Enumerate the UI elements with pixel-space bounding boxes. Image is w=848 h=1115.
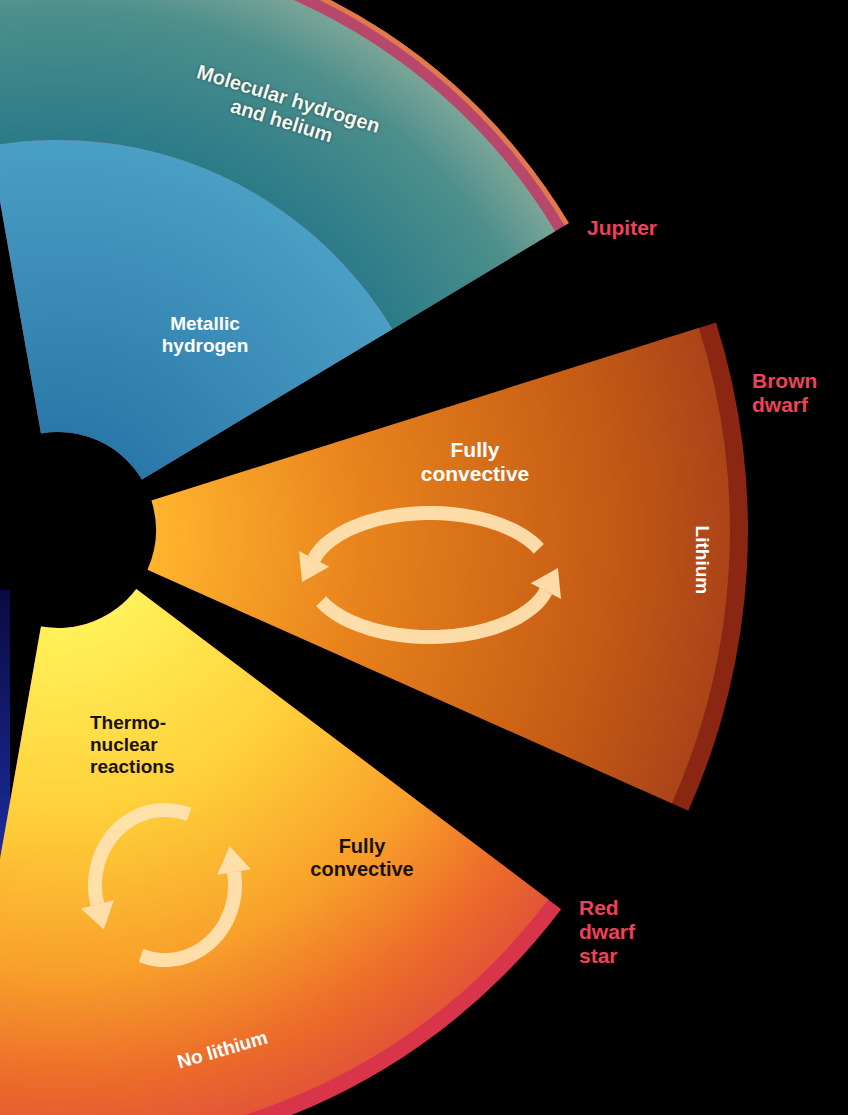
red-dwarf-wedge: Red dwarf star Thermo- nuclear reactionsF…: [0, 585, 705, 1115]
wedge-band: [0, 140, 392, 480]
flow-arrow: [95, 810, 189, 904]
arrow-head: [531, 568, 561, 599]
arrow-head: [299, 551, 329, 582]
node-label: Metallic hydrogen: [148, 313, 263, 357]
node-label: Jupiter: [587, 216, 657, 240]
wedge-shape: [0, 130, 400, 492]
node-label: Brown dwarf: [752, 369, 832, 417]
node-label: Fully convective: [300, 835, 424, 881]
node-label: Fully convective: [413, 438, 537, 486]
node-label: Red dwarf star: [579, 896, 657, 968]
flow-arrow: [141, 872, 235, 960]
flow-arrow: [321, 591, 546, 637]
metallic-layer: Metallic hydrogen: [0, 130, 400, 492]
wedge-band: [0, 589, 561, 1115]
arrow-head: [81, 900, 114, 929]
flow-arrow: [314, 513, 539, 559]
node-label: Thermo- nuclear reactions: [90, 712, 200, 778]
wedge-band: [0, 589, 548, 1115]
arrow-head: [217, 846, 251, 874]
node-label: Lithium: [691, 526, 713, 595]
